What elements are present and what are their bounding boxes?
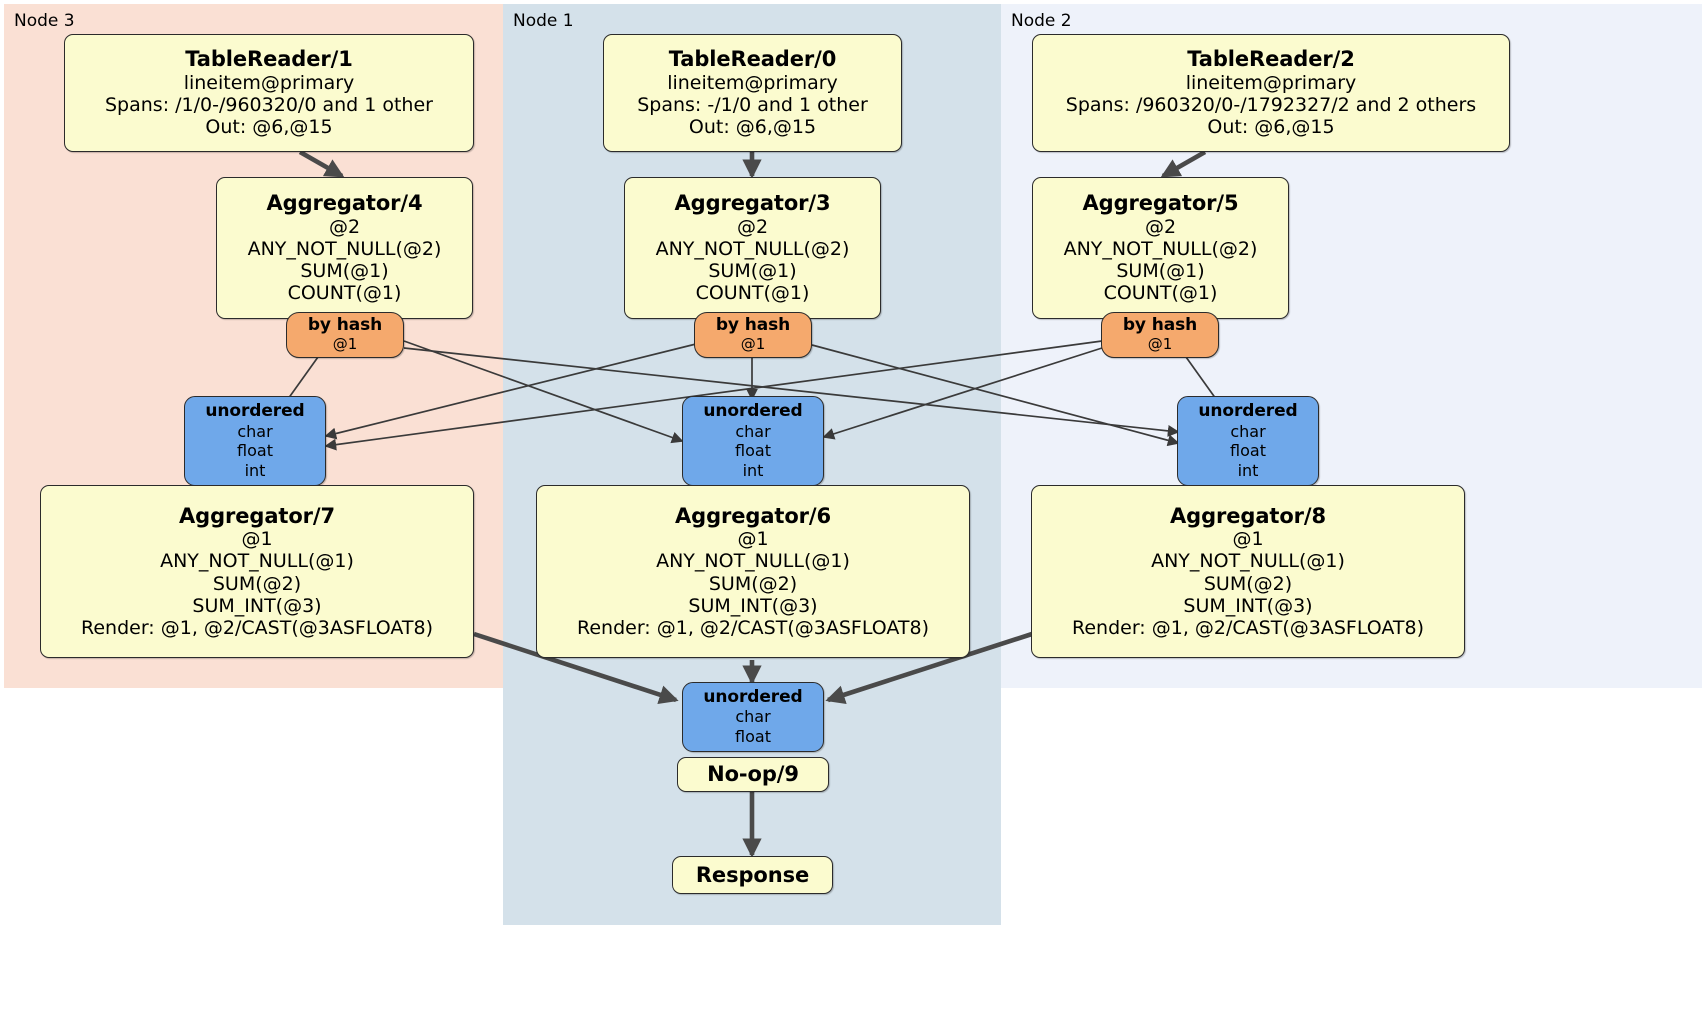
processor-detail-line: @2 [328, 215, 361, 238]
processor-detail-line: Spans: -/1/0 and 1 other [637, 94, 868, 117]
processor-detail-line: Out: @6,@15 [688, 116, 817, 139]
processor-aggregator-5[interactable]: Aggregator/5 @2 ANY_NOT_NULL(@2) SUM(@1)… [1032, 177, 1289, 319]
processor-table-reader-1[interactable]: TableReader/1 lineitem@primary Spans: /1… [64, 34, 474, 152]
router-title: by hash [1122, 315, 1198, 336]
processor-title: No-op/9 [707, 762, 799, 787]
processor-detail-line: Out: @6,@15 [1207, 116, 1335, 139]
synchronizer-type-line: float [237, 441, 273, 461]
synchronizer-title: unordered [1198, 400, 1298, 421]
processor-detail-line: COUNT(@1) [695, 282, 810, 305]
router-detail-line: @1 [1147, 335, 1173, 354]
processor-detail-line: Spans: /1/0-/960320/0 and 1 other [105, 94, 433, 117]
processor-aggregator-3[interactable]: Aggregator/3 @2 ANY_NOT_NULL(@2) SUM(@1)… [624, 177, 881, 319]
processor-title: TableReader/1 [185, 47, 353, 72]
router-title: by hash [715, 315, 791, 336]
node-panel-label-node3: Node 3 [14, 11, 75, 31]
processor-detail-line: SUM(@2) [1203, 572, 1293, 595]
processor-detail-line: SUM(@2) [212, 572, 302, 595]
processor-detail-line: Spans: /960320/0-/1792327/2 and 2 others [1065, 94, 1477, 117]
synchronizer-type-line: float [1230, 441, 1266, 461]
processor-response[interactable]: Response [672, 856, 833, 894]
processor-detail-line: lineitem@primary [667, 71, 838, 94]
synchronizer-type-line: float [735, 726, 771, 746]
synchronizer-type-line: char [735, 421, 771, 441]
processor-detail-line: lineitem@primary [1185, 71, 1357, 94]
router-by-hash-node1[interactable]: by hash @1 [694, 312, 812, 358]
processor-aggregator-6[interactable]: Aggregator/6 @1 ANY_NOT_NULL(@1) SUM(@2)… [536, 485, 970, 658]
synchronizer-unordered-node3[interactable]: unordered char float int [184, 396, 326, 486]
processor-detail-line: Render: @1, @2/CAST(@3ASFLOAT8) [1072, 617, 1424, 639]
processor-table-reader-0[interactable]: TableReader/0 lineitem@primary Spans: -/… [603, 34, 902, 152]
processor-detail-line: SUM_INT(@3) [1183, 594, 1313, 617]
processor-detail-line: @2 [1144, 215, 1177, 238]
processor-detail-line: ANY_NOT_NULL(@2) [247, 237, 442, 260]
processor-detail-line: SUM(@1) [708, 260, 797, 283]
processor-title: TableReader/2 [1187, 47, 1355, 72]
synchronizer-type-line: int [742, 460, 764, 480]
processor-title: Aggregator/5 [1082, 191, 1239, 216]
processor-detail-line: COUNT(@1) [287, 282, 402, 305]
processor-detail-line: Render: @1, @2/CAST(@3ASFLOAT8) [577, 617, 929, 639]
processor-aggregator-8[interactable]: Aggregator/8 @1 ANY_NOT_NULL(@1) SUM(@2)… [1031, 485, 1465, 658]
processor-aggregator-4[interactable]: Aggregator/4 @2 ANY_NOT_NULL(@2) SUM(@1)… [216, 177, 473, 319]
processor-detail-line: ANY_NOT_NULL(@2) [655, 237, 850, 260]
synchronizer-type-line: char [1230, 421, 1266, 441]
router-by-hash-node2[interactable]: by hash @1 [1101, 312, 1219, 358]
synchronizer-title: unordered [703, 686, 803, 707]
processor-detail-line: COUNT(@1) [1103, 282, 1218, 305]
router-title: by hash [307, 315, 383, 336]
synchronizer-type-line: char [735, 707, 771, 727]
synchronizer-title: unordered [703, 400, 803, 421]
synchronizer-unordered-node2[interactable]: unordered char float int [1177, 396, 1319, 486]
router-detail-line: @1 [332, 335, 358, 354]
processor-detail-line: @1 [241, 528, 273, 551]
processor-title: Aggregator/4 [266, 191, 423, 216]
node-panel-label-node2: Node 2 [1011, 11, 1072, 31]
processor-detail-line: Out: @6,@15 [205, 116, 333, 139]
processor-detail-line: SUM(@1) [1116, 260, 1205, 283]
processor-table-reader-2[interactable]: TableReader/2 lineitem@primary Spans: /9… [1032, 34, 1510, 152]
node-panel-label-node1: Node 1 [513, 11, 574, 31]
synchronizer-type-line: char [237, 421, 273, 441]
processor-title: Aggregator/7 [178, 503, 336, 528]
router-by-hash-node3[interactable]: by hash @1 [286, 312, 404, 358]
processor-title: Aggregator/6 [674, 503, 832, 528]
processor-detail-line: SUM(@2) [708, 572, 798, 595]
processor-detail-line: Render: @1, @2/CAST(@3ASFLOAT8) [81, 617, 433, 639]
processor-detail-line: lineitem@primary [183, 71, 355, 94]
processor-title: Aggregator/8 [1169, 503, 1327, 528]
processor-detail-line: ANY_NOT_NULL(@1) [656, 550, 850, 573]
synchronizer-unordered-final[interactable]: unordered char float [682, 682, 824, 752]
synchronizer-unordered-node1[interactable]: unordered char float int [682, 396, 824, 486]
processor-detail-line: SUM_INT(@3) [688, 594, 818, 617]
processor-noop-9[interactable]: No-op/9 [677, 757, 829, 792]
processor-detail-line: ANY_NOT_NULL(@1) [160, 550, 354, 573]
synchronizer-type-line: int [1237, 460, 1259, 480]
synchronizer-title: unordered [205, 400, 305, 421]
processor-detail-line: @1 [1232, 528, 1264, 551]
processor-title: Response [695, 862, 810, 887]
synchronizer-type-line: int [244, 460, 266, 480]
processor-detail-line: ANY_NOT_NULL(@2) [1063, 237, 1258, 260]
synchronizer-type-line: float [735, 441, 771, 461]
processor-aggregator-7[interactable]: Aggregator/7 @1 ANY_NOT_NULL(@1) SUM(@2)… [40, 485, 474, 658]
processor-title: Aggregator/3 [674, 191, 831, 216]
router-detail-line: @1 [740, 335, 766, 354]
processor-detail-line: @2 [736, 215, 769, 238]
processor-detail-line: SUM_INT(@3) [192, 594, 322, 617]
processor-detail-line: ANY_NOT_NULL(@1) [1151, 550, 1345, 573]
processor-detail-line: @1 [737, 528, 769, 551]
processor-detail-line: SUM(@1) [300, 260, 389, 283]
processor-title: TableReader/0 [668, 47, 837, 72]
